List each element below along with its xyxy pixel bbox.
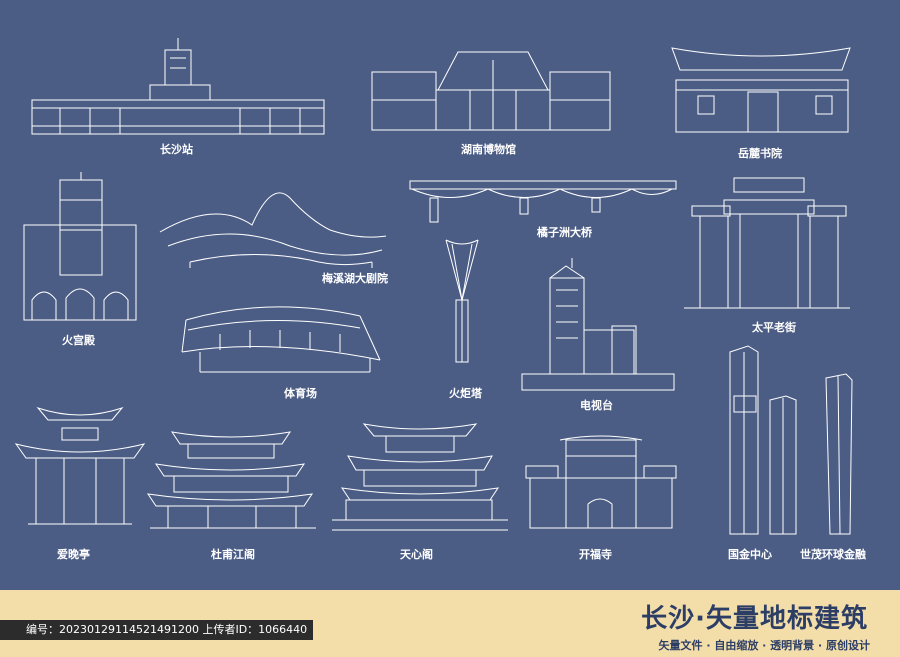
label-tv-station: 电视台 [580, 399, 613, 412]
label-taiping-street: 太平老街 [752, 321, 796, 334]
label-tianxin-pavilion: 天心阁 [400, 548, 433, 561]
tv-station-drawing [521, 258, 675, 391]
label-aiwan-pavilion: 爱晚亭 [57, 548, 90, 561]
juzizhou-bridge-drawing [409, 180, 677, 223]
label-meixi-theatre: 梅溪湖大剧院 [322, 272, 388, 285]
label-yuelu-academy: 岳麓书院 [738, 147, 782, 160]
changsha-station-drawing [31, 38, 325, 135]
poster-subtitle: 矢量文件 · 自由缩放 · 透明背景 · 原创设计 [658, 639, 870, 652]
label-hunan-museum: 湖南博物馆 [461, 143, 516, 156]
meixi-theatre-drawing [159, 192, 387, 268]
yuelu-academy-drawing [671, 47, 851, 133]
dufu-pavilion-drawing [146, 431, 316, 529]
aiwan-pavilion-drawing [14, 406, 146, 525]
label-ifs-tower: 国金中心 [728, 548, 772, 561]
label-dufu-pavilion: 杜甫江阁 [211, 548, 255, 561]
shimao-tower-drawing [825, 373, 853, 535]
hunan-museum-drawing [371, 51, 611, 131]
upload-meta-bar: 编号：20230129114521491200 上传者ID：1066440 [0, 620, 314, 640]
label-torch-tower: 火炬塔 [449, 387, 482, 400]
stadium-drawing [181, 306, 381, 373]
label-shimao-tower: 世茂环球金融 [800, 548, 866, 561]
taiping-street-drawing [684, 177, 850, 309]
label-huogong-palace: 火宫殿 [62, 334, 95, 347]
kaifu-temple-drawing [525, 435, 677, 529]
huogong-palace-drawing [23, 172, 137, 321]
tianxin-pavilion-drawing [332, 423, 508, 531]
poster-title: 长沙·矢量地标建筑 [641, 604, 868, 634]
line-art [14, 38, 853, 535]
label-juzizhou-bridge: 橘子洲大桥 [537, 226, 592, 239]
label-stadium: 体育场 [284, 387, 317, 400]
torch-tower-drawing [445, 239, 479, 363]
label-changsha-station: 长沙站 [160, 143, 193, 156]
label-kaifu-temple: 开福寺 [579, 548, 612, 561]
ifs-tower-drawing [729, 345, 797, 535]
